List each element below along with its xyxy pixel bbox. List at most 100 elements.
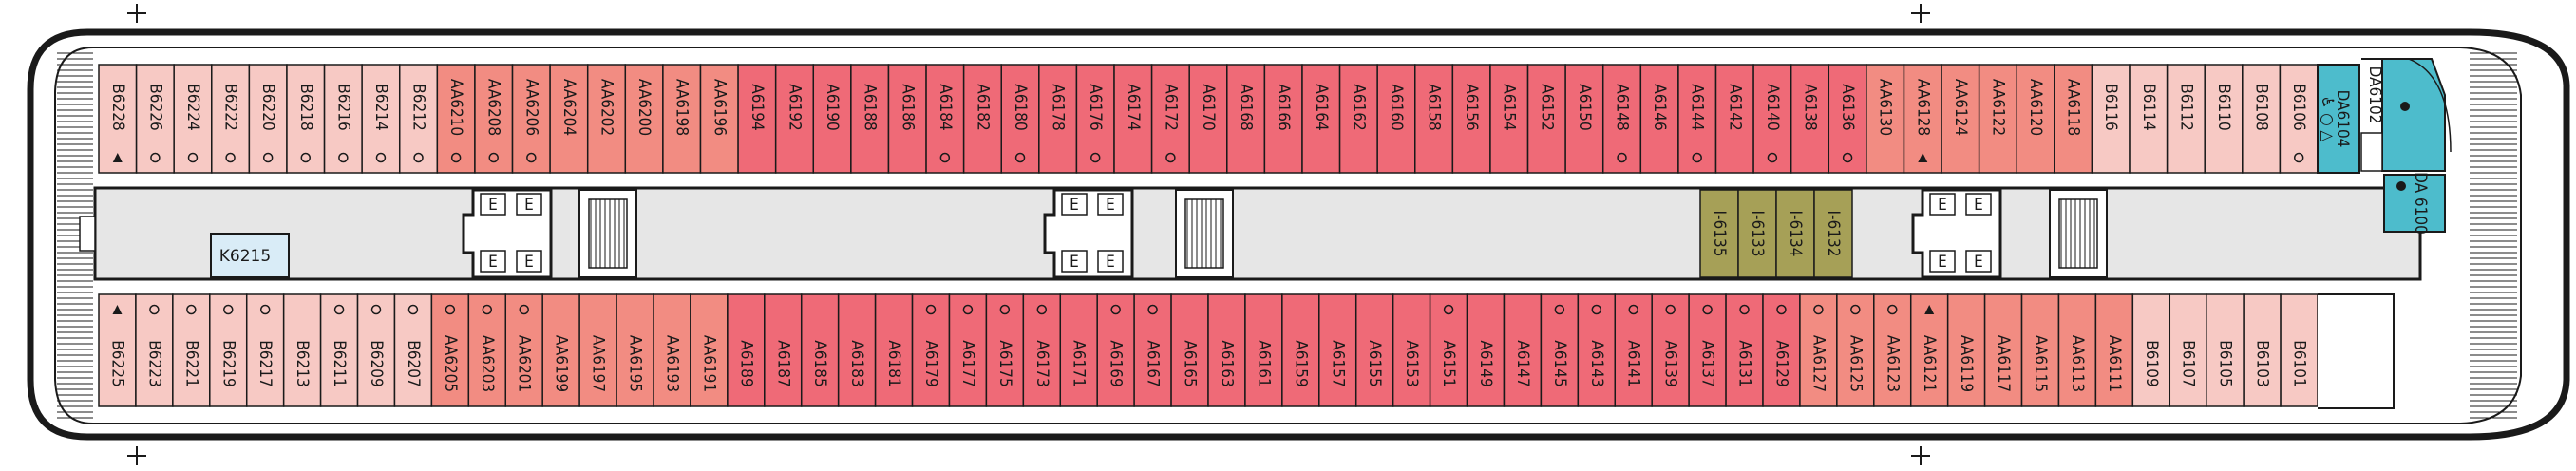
cabin-box[interactable] xyxy=(1688,293,1727,407)
top-row-cabin[interactable]: B6224 xyxy=(173,64,213,174)
cabin-box[interactable] xyxy=(1022,293,1062,407)
cabin-box[interactable] xyxy=(541,293,580,407)
top-row-cabin[interactable]: A6188 xyxy=(850,64,890,174)
top-row-cabin[interactable]: AA6204 xyxy=(549,64,589,174)
cabin-box[interactable] xyxy=(1614,293,1653,407)
top-row-cabin[interactable]: AA6130 xyxy=(1866,64,1905,174)
cabin-box[interactable] xyxy=(209,293,248,407)
cabin-box[interactable] xyxy=(653,293,691,407)
cabin-box[interactable] xyxy=(2166,64,2206,174)
cabin-box[interactable] xyxy=(172,293,211,407)
top-row-cabin[interactable]: A6174 xyxy=(1113,64,1153,174)
top-row-cabin[interactable]: A6156 xyxy=(1451,64,1491,174)
cabin-box[interactable] xyxy=(1714,64,1754,174)
bottom-row-cabin[interactable]: A6181 xyxy=(874,293,914,407)
cabin-box[interactable] xyxy=(662,64,702,174)
top-row-cabin[interactable]: A6160 xyxy=(1376,64,1416,174)
suite-upper[interactable]: DA6104♿ ○ △ xyxy=(2317,64,2360,174)
cabin-box[interactable] xyxy=(985,293,1025,407)
bottom-row-cabin[interactable]: A6147 xyxy=(1503,293,1543,407)
cabin-box[interactable] xyxy=(549,64,589,174)
cabin-box[interactable] xyxy=(2204,64,2244,174)
cabin-box[interactable] xyxy=(2131,293,2171,407)
cabin-box[interactable] xyxy=(1113,64,1153,174)
cabin-box[interactable] xyxy=(1263,64,1303,174)
bottom-row-cabin[interactable]: A6151 xyxy=(1429,293,1468,407)
bottom-row-cabin[interactable]: B6211 xyxy=(319,293,359,407)
cabin-box[interactable] xyxy=(1725,293,1764,407)
bottom-row-cabin[interactable]: A6167 xyxy=(1133,293,1172,407)
top-row-cabin[interactable]: A6154 xyxy=(1489,64,1529,174)
top-row-cabin[interactable]: B6114 xyxy=(2129,64,2169,174)
cabin-box[interactable] xyxy=(1651,293,1690,407)
top-row-cabin[interactable]: A6152 xyxy=(1526,64,1566,174)
bottom-row-cabin[interactable]: B6217 xyxy=(245,293,285,407)
top-row-cabin[interactable]: B6212 xyxy=(398,64,439,174)
top-row-cabin[interactable]: AA6118 xyxy=(2054,64,2093,174)
bottom-row-cabin[interactable]: A6165 xyxy=(1170,293,1209,407)
cabin-box[interactable] xyxy=(1226,64,1266,174)
top-row-cabin[interactable]: AA6122 xyxy=(1978,64,2018,174)
cabin-box[interactable] xyxy=(1799,293,1838,407)
cabin-box[interactable] xyxy=(850,64,890,174)
cabin-box[interactable] xyxy=(1392,293,1431,407)
bottom-row-cabin[interactable]: AA6205 xyxy=(430,293,470,407)
cabin-box[interactable] xyxy=(2094,293,2134,407)
bottom-row-cabin[interactable]: A6131 xyxy=(1725,293,1764,407)
cabin-box[interactable] xyxy=(2020,293,2060,407)
top-row-cabin[interactable]: A6142 xyxy=(1714,64,1754,174)
inside-cabin[interactable]: I-6135 xyxy=(1699,189,1739,278)
bottom-row-cabin[interactable]: AA6197 xyxy=(578,293,617,407)
cabin-box[interactable] xyxy=(1354,293,1394,407)
cabin-box[interactable] xyxy=(1489,64,1529,174)
bottom-row-cabin[interactable]: AA6113 xyxy=(2057,293,2097,407)
bottom-row-cabin[interactable]: AA6121 xyxy=(1909,293,1949,407)
top-row-cabin[interactable]: B6228 xyxy=(98,64,138,174)
top-row-cabin[interactable]: AA6128 xyxy=(1903,64,1942,174)
cabin-box[interactable] xyxy=(1451,64,1491,174)
cabin-box[interactable] xyxy=(135,64,175,174)
bottom-row-cabin[interactable]: AA6127 xyxy=(1799,293,1838,407)
suite-corner[interactable]: DA6102 xyxy=(2360,58,2452,172)
cabin-box[interactable] xyxy=(323,64,363,174)
cabin-box[interactable] xyxy=(282,293,322,407)
cabin-box[interactable] xyxy=(616,293,654,407)
bottom-row-cabin[interactable]: B6109 xyxy=(2131,293,2171,407)
cabin-box[interactable] xyxy=(2206,293,2245,407)
cabin-box[interactable] xyxy=(1503,293,1543,407)
cabin-box[interactable] xyxy=(211,64,251,174)
bottom-row-cabin[interactable]: A6143 xyxy=(1577,293,1617,407)
cabin-box[interactable] xyxy=(248,64,288,174)
top-row-cabin[interactable]: A6136 xyxy=(1828,64,1867,174)
cabin-box[interactable] xyxy=(2242,64,2282,174)
bottom-row-cabin[interactable]: A6163 xyxy=(1207,293,1246,407)
cabin-box[interactable] xyxy=(361,64,401,174)
bottom-row-cabin[interactable]: A6139 xyxy=(1651,293,1690,407)
cabin-box[interactable] xyxy=(1188,64,1228,174)
top-row-cabin[interactable]: A6150 xyxy=(1564,64,1604,174)
cabin-box[interactable] xyxy=(1540,293,1580,407)
cabin-box[interactable] xyxy=(624,64,664,174)
k-cabin[interactable]: K6215 xyxy=(210,233,290,278)
cabin-box[interactable] xyxy=(504,293,543,407)
inside-cabin[interactable]: I-6133 xyxy=(1737,189,1777,278)
bottom-row-cabin[interactable]: AA6201 xyxy=(504,293,543,407)
bottom-row-cabin[interactable]: AA6125 xyxy=(1836,293,1875,407)
top-row-cabin[interactable]: B6110 xyxy=(2204,64,2244,174)
cabin-box[interactable] xyxy=(1677,64,1717,174)
cabin-box[interactable] xyxy=(286,64,326,174)
top-row-cabin[interactable]: B6106 xyxy=(2279,64,2319,174)
cabin-box[interactable] xyxy=(727,293,766,407)
cabin-box[interactable] xyxy=(356,293,396,407)
cabin-box[interactable] xyxy=(1836,293,1875,407)
top-row-cabin[interactable]: A6190 xyxy=(812,64,852,174)
top-row-cabin[interactable]: B6116 xyxy=(2091,64,2131,174)
inside-cabin[interactable]: I-6134 xyxy=(1775,189,1815,278)
cabin-box[interactable] xyxy=(2054,64,2093,174)
bottom-row-cabin[interactable]: B6225 xyxy=(98,293,137,407)
top-row-cabin[interactable]: AA6124 xyxy=(1941,64,1980,174)
bottom-row-cabin[interactable]: AA6191 xyxy=(690,293,729,407)
bottom-row-cabin[interactable]: A6153 xyxy=(1392,293,1431,407)
bottom-row-cabin[interactable]: AA6193 xyxy=(653,293,691,407)
top-row-cabin[interactable]: A6148 xyxy=(1601,64,1642,174)
